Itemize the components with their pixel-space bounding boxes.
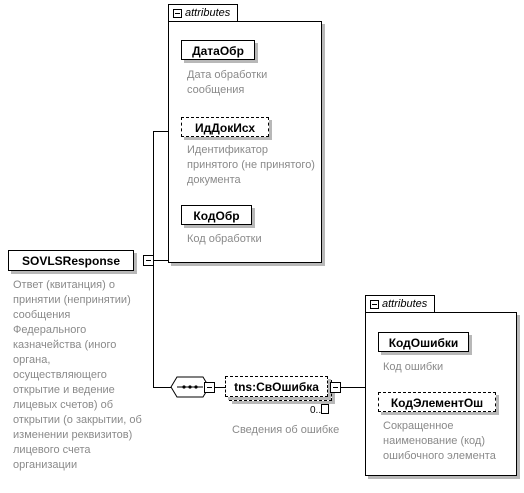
child-multiplicity: 0..: [310, 404, 330, 417]
root-element-box[interactable]: SOVLSResponse: [8, 250, 134, 271]
attribute-kodobr-description: Код обработки: [187, 233, 262, 245]
attribute-dataobr-description: Дата обработки сообщения: [187, 69, 268, 96]
child-collapse-icon[interactable]: [330, 382, 341, 393]
attribute-kodoshibki-description: Код ошибки: [383, 361, 444, 373]
attribute-kodelementosh[interactable]: КодЭлементОш: [378, 392, 496, 412]
attribute-kodelementosh-description: Сокращенное наименование (код) ошибочног…: [383, 420, 496, 462]
attribute-iddokisx-description: Идентификатор принятого (не принятого) д…: [187, 144, 315, 186]
attributes-tab-bottom[interactable]: attributes: [365, 295, 435, 312]
connector-to-sequence-h: [153, 387, 171, 388]
connector-to-sequence: [153, 260, 154, 387]
root-description: Ответ (квитанция) о принятии (непринятии…: [13, 279, 142, 471]
collapse-box-icon[interactable]: [173, 9, 182, 18]
connector-to-top-group-h: [153, 131, 168, 132]
attributes-tab-top[interactable]: attributes: [168, 4, 238, 21]
connector-sequence-to-child: [214, 387, 226, 388]
child-description: Сведения об ошибке: [232, 424, 340, 436]
collapse-box-icon[interactable]: [370, 300, 379, 309]
infinity-icon: [321, 404, 330, 414]
attribute-kodobr[interactable]: КодОбр: [181, 205, 252, 225]
connector-root-out: [153, 260, 168, 261]
sequence-compositor-icon: [170, 376, 210, 398]
child-element-box[interactable]: tns:СвОшибка: [225, 376, 328, 397]
connector-child-to-bottom-group: [341, 387, 366, 388]
attributes-tab-label: attributes: [382, 298, 428, 310]
connector-to-top-group: [153, 131, 154, 261]
attribute-dataobr[interactable]: ДатаОбр: [181, 40, 255, 60]
attribute-iddokisx[interactable]: ИдДокИсх: [181, 117, 269, 137]
attributes-tab-label: attributes: [185, 7, 231, 19]
attribute-kodoshibki[interactable]: КодОшибки: [378, 332, 469, 352]
